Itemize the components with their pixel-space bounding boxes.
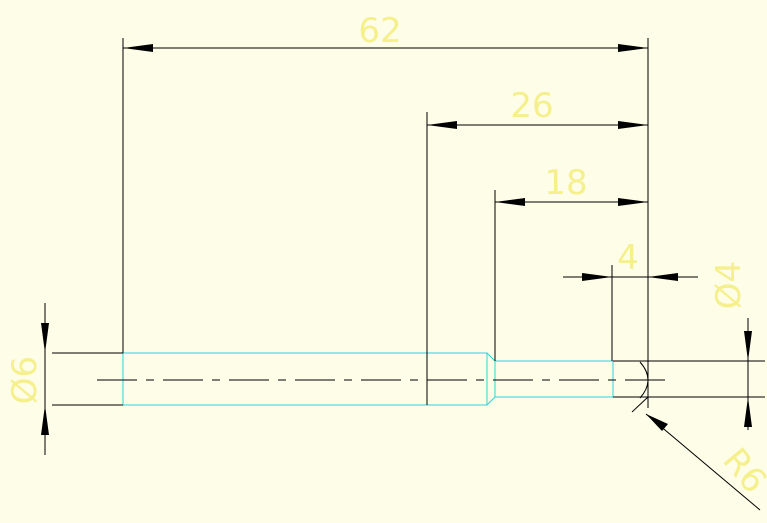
dim-text-4: 4 xyxy=(617,238,639,278)
dim-text-62: 62 xyxy=(358,11,401,51)
dimension-18 xyxy=(495,198,648,206)
dim-text-dia6: Ø6 xyxy=(5,356,45,404)
part-outline xyxy=(122,352,614,406)
dim-text-r6: R6 xyxy=(715,441,767,501)
dimension-dia4 xyxy=(744,318,752,430)
dimension-62 xyxy=(123,44,648,52)
dim-text-26: 26 xyxy=(510,86,553,126)
extension-lines xyxy=(52,38,765,413)
dimension-r6-leader xyxy=(645,413,761,511)
shank-body xyxy=(122,352,488,406)
dimension-4 xyxy=(563,273,698,281)
neck-chamfer xyxy=(486,352,496,406)
tip-radius-arc xyxy=(639,361,649,399)
dim-text-18: 18 xyxy=(544,163,587,203)
dim-text-dia4: Ø4 xyxy=(709,261,749,309)
dimension-dia6 xyxy=(41,303,49,455)
dimension-26 xyxy=(427,121,648,129)
